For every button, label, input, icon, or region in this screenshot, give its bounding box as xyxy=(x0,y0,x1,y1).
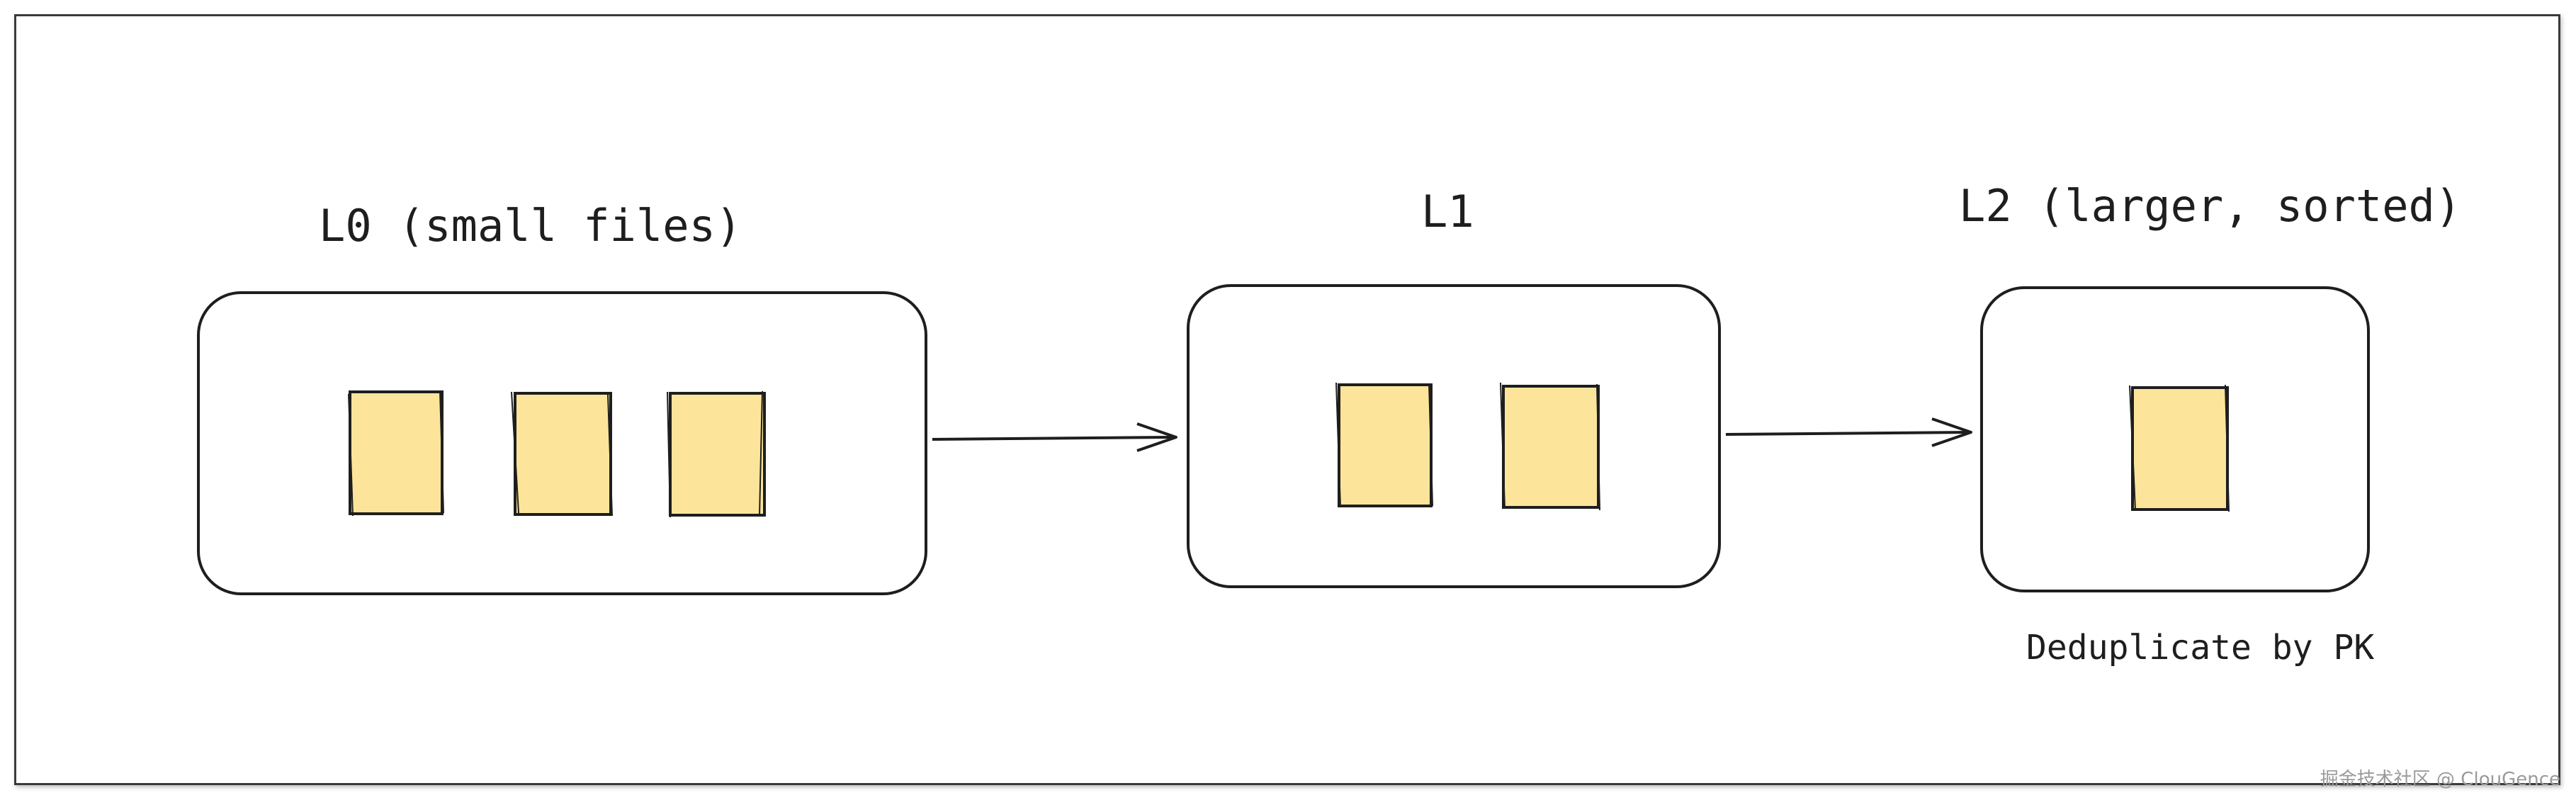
level-2-container xyxy=(1980,286,2370,592)
arrow-l1-to-l2 xyxy=(1725,417,1972,447)
diagram-frame xyxy=(14,14,2560,785)
arrow-l0-to-l1 xyxy=(932,422,1177,452)
file-block-sketch xyxy=(1335,382,1433,508)
file-block xyxy=(1502,385,1600,509)
file-block-sketch xyxy=(667,390,763,518)
level-2-files xyxy=(2129,384,2230,512)
file-block-sketch xyxy=(1500,382,1600,511)
level-0-title: L0 (small files) xyxy=(319,200,742,252)
dedup-note: Deduplicate by PK xyxy=(2026,628,2375,668)
file-block xyxy=(2131,386,2229,511)
level-1-title: L1 xyxy=(1421,186,1474,237)
file-block xyxy=(514,392,612,516)
level-1-files xyxy=(1335,382,1600,511)
level-2-title: L2 (larger, sorted) xyxy=(1959,180,2462,232)
watermark: 掘金技术社区 @ ClouGence xyxy=(2320,769,2560,790)
file-block-sketch xyxy=(511,391,613,517)
file-block-sketch xyxy=(2129,384,2230,512)
level-0-files xyxy=(348,390,766,518)
level-0-container xyxy=(197,291,927,595)
file-block xyxy=(669,392,766,517)
file-block xyxy=(349,390,444,515)
file-block-sketch xyxy=(348,390,444,517)
file-block xyxy=(1338,383,1433,507)
level-1-container xyxy=(1187,284,1721,588)
